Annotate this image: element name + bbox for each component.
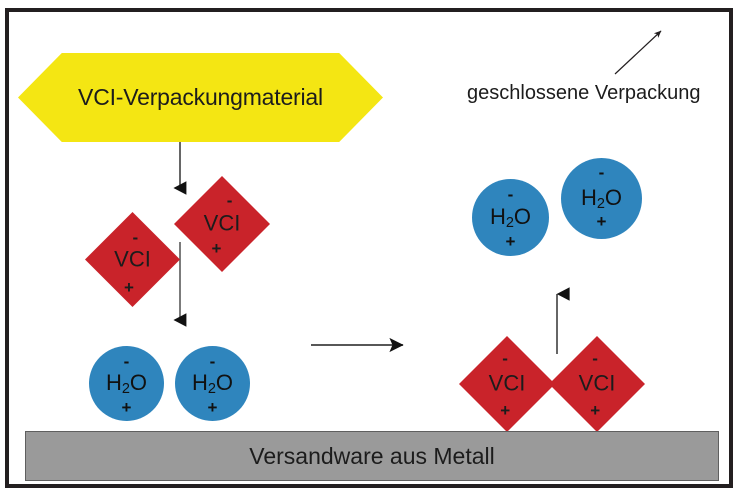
charge-minus: -	[132, 228, 139, 248]
charge-minus: -	[507, 184, 514, 204]
vci-particle-right-2: - VCI +	[549, 336, 645, 432]
closed-packaging-pointer-arrow	[614, 30, 662, 75]
charge-minus: -	[226, 191, 233, 211]
vci-label: VCI	[578, 370, 616, 396]
charge-plus: +	[590, 401, 601, 421]
vci-label: VCI	[203, 210, 241, 236]
arrow-vci-releases-water-upward	[556, 287, 570, 354]
enclosure-frame: VCI-Verpackungmaterial geschlossene Verp…	[5, 8, 733, 488]
metal-goods-bar: Versandware aus Metall	[25, 431, 719, 481]
water-formula: H2O	[105, 369, 148, 397]
water-formula: H2O	[580, 184, 623, 212]
arrow-vci-to-water	[173, 242, 187, 327]
arrow-left-to-right-process	[311, 337, 404, 353]
vci-label: VCI	[114, 246, 151, 272]
charge-plus: +	[123, 277, 134, 297]
vci-packaging-material-label: VCI-Verpackungmaterial	[78, 84, 323, 110]
charge-minus: -	[598, 163, 605, 183]
charge-plus: +	[207, 397, 218, 417]
charge-minus: -	[209, 351, 216, 371]
charge-plus: +	[211, 239, 222, 259]
vci-particle-left-upper: - VCI +	[174, 176, 270, 272]
closed-packaging-note: geschlossene Verpackung	[467, 82, 701, 104]
arrow-packaging-to-vci	[173, 142, 187, 195]
water-particle-right-2: - H2O +	[561, 158, 642, 239]
water-particle-left-1: - H2O +	[89, 346, 164, 421]
charge-plus: +	[500, 401, 511, 421]
charge-plus: +	[596, 212, 607, 232]
metal-goods-label: Versandware aus Metall	[249, 442, 495, 469]
vci-label: VCI	[488, 370, 526, 396]
water-particle-right-1: - H2O +	[472, 179, 549, 256]
water-formula: H2O	[191, 369, 234, 397]
charge-minus: -	[592, 349, 598, 369]
charge-minus: -	[502, 349, 508, 369]
charge-minus: -	[123, 351, 130, 371]
charge-plus: +	[505, 231, 516, 251]
vci-particle-left-lower: - VCI +	[85, 212, 180, 307]
vci-packaging-material-hexagon: VCI-Verpackungmaterial	[18, 53, 383, 142]
charge-plus: +	[121, 397, 132, 417]
water-particle-left-2: - H2O +	[175, 346, 250, 421]
water-formula: H2O	[489, 203, 532, 231]
vci-particle-right-1: - VCI +	[459, 336, 555, 432]
